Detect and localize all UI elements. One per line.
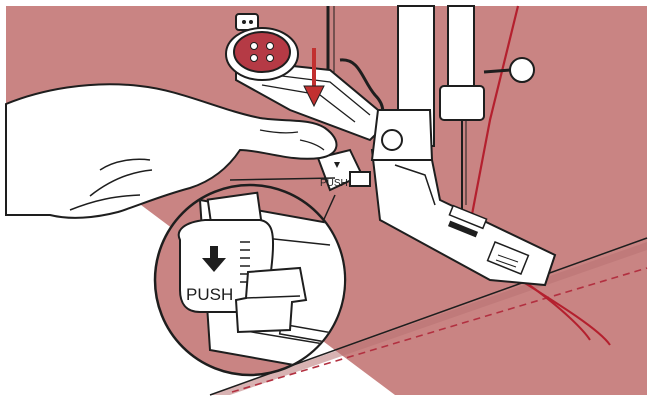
needle-bar bbox=[447, 5, 475, 97]
zoom-line-2 bbox=[229, 177, 336, 181]
push-label-large: PUSH bbox=[186, 285, 233, 304]
hand bbox=[5, 83, 338, 219]
upper-thread bbox=[468, 5, 520, 226]
push-arrow-icon bbox=[202, 246, 226, 272]
seam-line bbox=[231, 267, 648, 393]
sample-button bbox=[233, 31, 291, 73]
foot-shank bbox=[370, 109, 434, 161]
thumb-screw bbox=[509, 57, 535, 83]
tick-marks bbox=[240, 241, 250, 283]
push-label-small: PUSH bbox=[320, 178, 348, 189]
needle-clamp bbox=[439, 85, 485, 121]
thread-tail-2 bbox=[524, 281, 591, 341]
foot-slot bbox=[448, 204, 488, 230]
arrow-down-icon bbox=[303, 48, 325, 108]
push-tab-small: PUSH bbox=[316, 148, 371, 192]
stopper-block bbox=[234, 266, 308, 334]
